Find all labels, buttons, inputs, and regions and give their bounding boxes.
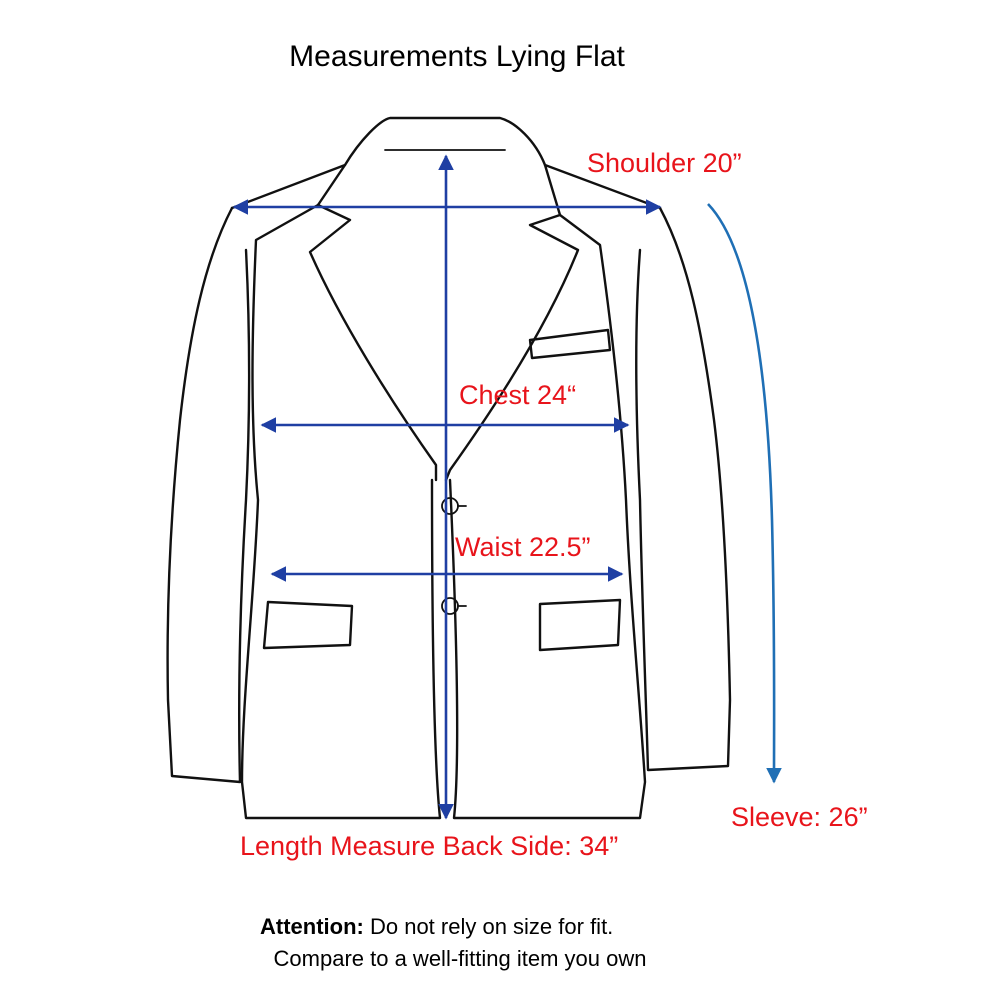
collar (343, 116, 547, 167)
jacket-outline (166, 116, 732, 820)
waist-label: Waist 22.5” (455, 532, 591, 562)
sleeve-label: Sleeve: 26” (731, 802, 868, 832)
left-sleeve (166, 206, 251, 784)
attention-label: Attention: (260, 914, 364, 939)
chest-pocket (528, 328, 612, 360)
left-hip-pocket (262, 600, 354, 650)
attention-note-line2: Compare to a well-fitting item you own (274, 946, 647, 971)
attention-note-line1: Attention: Do not rely on size for fit. (260, 914, 613, 939)
length-label: Length Measure Back Side: 34” (240, 831, 618, 861)
right-sleeve (635, 206, 732, 772)
sleeve-arrow (707, 203, 782, 784)
left-lapel (308, 203, 438, 482)
right-lapel (444, 213, 580, 482)
right-hip-pocket (538, 598, 622, 652)
jacket-body-left (230, 163, 442, 820)
attention-text: Do not rely on size for fit. (364, 914, 613, 939)
jacket-body-right (448, 163, 662, 820)
shoulder-label: Shoulder 20” (587, 148, 742, 178)
diagram-title: Measurements Lying Flat (289, 40, 625, 73)
chest-label: Chest 24“ (459, 380, 576, 410)
